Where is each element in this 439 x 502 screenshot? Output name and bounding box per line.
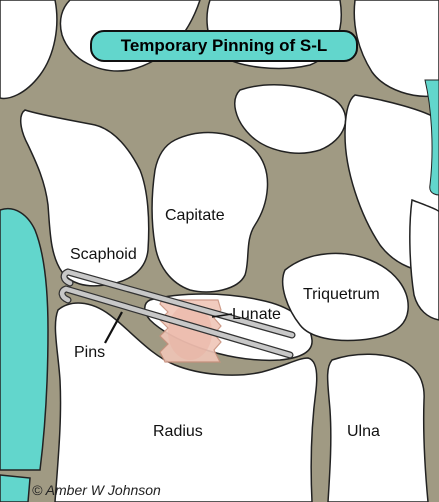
copyright-credit: © Amber W Johnson [32,482,161,498]
lower-left-cartilage [0,475,30,502]
ulna-label: Ulna [347,423,380,441]
lunate-label: Lunate [232,306,281,324]
diagram-title: Temporary Pinning of S-L [90,30,358,62]
scaphoid-label: Scaphoid [70,246,137,264]
triquetrum-label: Triquetrum [303,286,380,304]
left-cartilage [0,209,48,470]
capitate-label: Capitate [165,207,225,225]
radius-label: Radius [153,423,203,441]
pins-label: Pins [74,344,105,362]
